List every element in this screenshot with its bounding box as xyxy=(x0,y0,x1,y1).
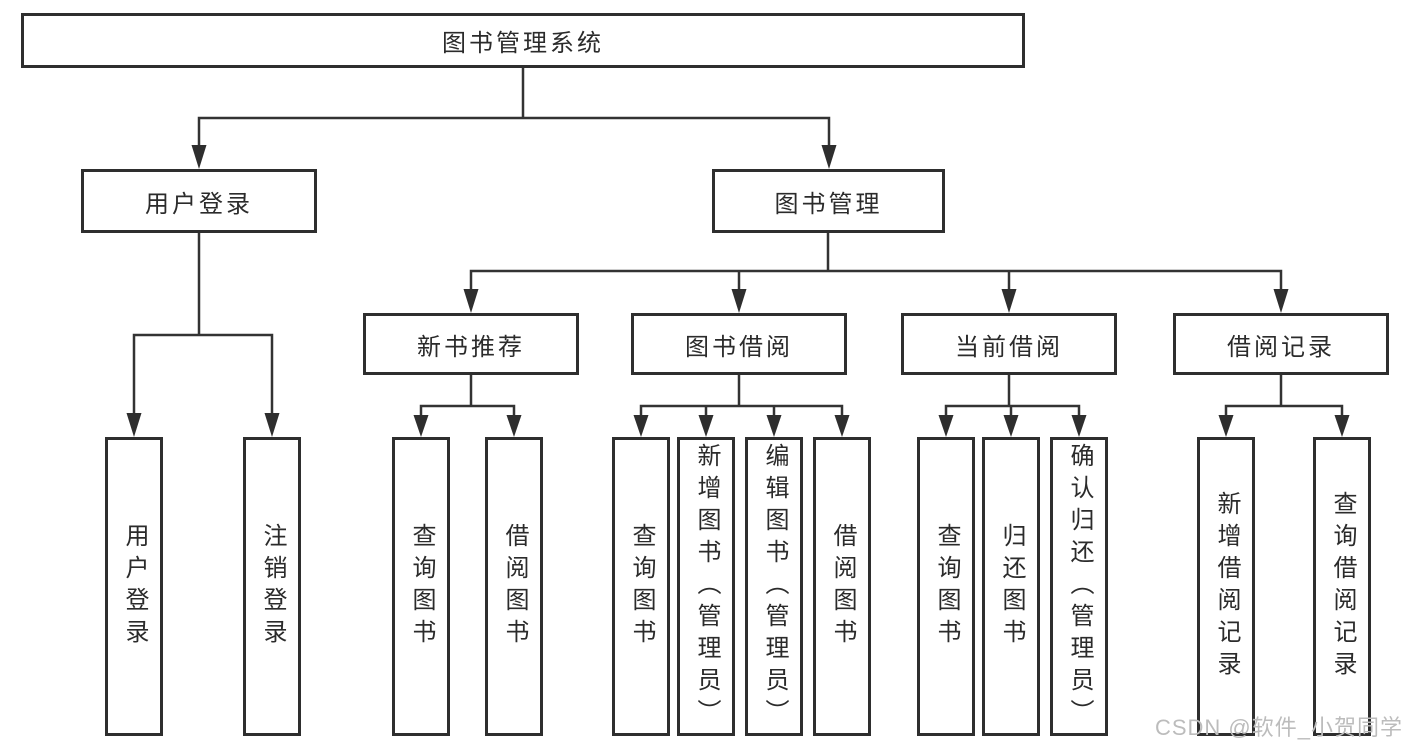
node-borrow-records: 借阅记录 xyxy=(1173,313,1389,375)
leaf-logout: 注销登录 xyxy=(243,437,301,736)
leaf-borrow-edit-books-admin-label: 编辑图书（管理员） xyxy=(761,442,788,731)
leaf-current-query-books-label: 查询图书 xyxy=(933,522,960,651)
leaf-newbook-query-books-label: 查询图书 xyxy=(408,522,435,651)
node-user-login-label: 用户登录 xyxy=(145,190,253,218)
node-current-borrow-label: 当前借阅 xyxy=(955,333,1063,361)
leaf-borrow-borrow-books-label: 借阅图书 xyxy=(829,522,856,651)
leaf-logout-label: 注销登录 xyxy=(259,522,286,651)
node-new-book-recommend: 新书推荐 xyxy=(363,313,579,375)
leaf-records-query-borrow-record: 查询借阅记录 xyxy=(1313,437,1371,736)
node-borrow-records-label: 借阅记录 xyxy=(1227,333,1335,361)
leaf-borrow-query-books-label: 查询图书 xyxy=(628,522,655,651)
node-current-borrow: 当前借阅 xyxy=(901,313,1117,375)
leaf-user-login: 用户登录 xyxy=(105,437,163,736)
leaf-borrow-query-books: 查询图书 xyxy=(612,437,670,736)
node-book-management: 图书管理 xyxy=(712,169,945,233)
node-book-borrow: 图书借阅 xyxy=(631,313,847,375)
leaf-records-add-borrow-record: 新增借阅记录 xyxy=(1197,437,1255,736)
leaf-borrow-borrow-books: 借阅图书 xyxy=(813,437,871,736)
leaf-records-add-borrow-record-label: 新增借阅记录 xyxy=(1213,490,1240,683)
node-root-label: 图书管理系统 xyxy=(442,30,604,57)
leaf-borrow-add-books-admin-label: 新增图书（管理员） xyxy=(693,442,720,731)
leaf-records-query-borrow-record-label: 查询借阅记录 xyxy=(1329,490,1356,683)
node-user-login: 用户登录 xyxy=(81,169,317,233)
leaf-current-query-books: 查询图书 xyxy=(917,437,975,736)
leaf-current-return-books-label: 归还图书 xyxy=(998,522,1025,651)
leaf-borrow-edit-books-admin: 编辑图书（管理员） xyxy=(745,437,803,736)
leaf-current-return-books: 归还图书 xyxy=(982,437,1040,736)
leaf-newbook-borrow-books: 借阅图书 xyxy=(485,437,543,736)
node-book-borrow-label: 图书借阅 xyxy=(685,333,793,361)
leaf-newbook-borrow-books-label: 借阅图书 xyxy=(501,522,528,651)
csdn-watermark: CSDN @软件_小贺同学 xyxy=(1154,715,1403,740)
leaf-user-login-label: 用户登录 xyxy=(121,522,148,651)
leaf-current-confirm-return-admin-label: 确认归还（管理员） xyxy=(1066,442,1093,731)
node-new-book-recommend-label: 新书推荐 xyxy=(417,333,525,361)
node-book-management-label: 图书管理 xyxy=(774,190,883,218)
leaf-borrow-add-books-admin: 新增图书（管理员） xyxy=(677,437,735,736)
leaf-newbook-query-books: 查询图书 xyxy=(392,437,450,736)
leaf-current-confirm-return-admin: 确认归还（管理员） xyxy=(1050,437,1108,736)
node-root: 图书管理系统 xyxy=(21,13,1025,68)
